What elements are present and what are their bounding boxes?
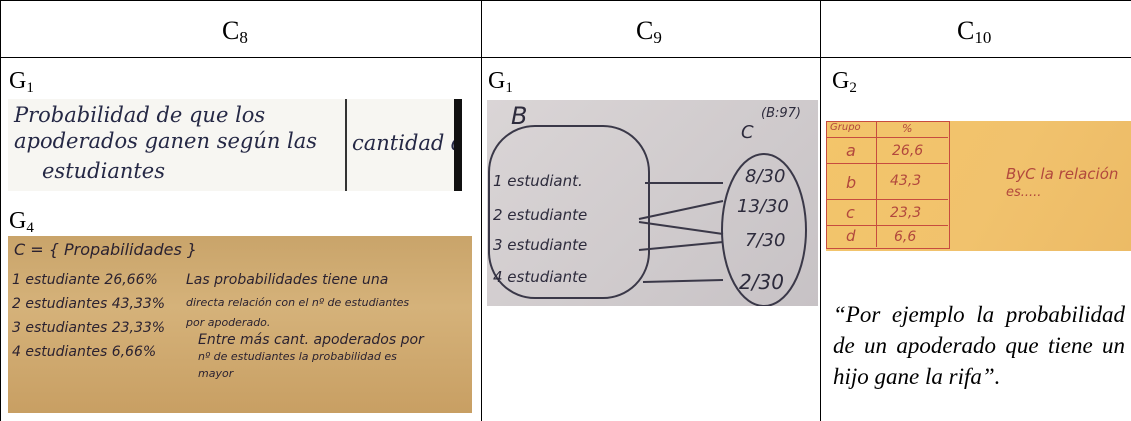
- mapping-target: 13/30: [737, 196, 789, 217]
- column-header-c10: C10: [957, 16, 992, 47]
- table-cell: b: [846, 173, 857, 192]
- group-label-c8-top: G1: [9, 68, 34, 96]
- handwritten-photo-c10-g2: Grupo % a 26,6 b 43,3 c 23,3 d 6,6 ByC l…: [826, 121, 1131, 251]
- paper-divider: [345, 99, 347, 191]
- handwriting-line: Entre más cant. apoderados por: [198, 332, 424, 348]
- mapping-target: 8/30: [745, 166, 786, 187]
- example-quote: “Por ejemplo la probabilidad de un apode…: [833, 302, 1125, 389]
- handwriting-line: Probabilidad de que los: [14, 103, 266, 127]
- table-cell: a: [846, 141, 856, 160]
- quote-clip: “Por ejemplo la probabilidad de un apode…: [826, 293, 1131, 421]
- handwriting-line: estudiantes: [42, 159, 166, 183]
- table-cell: c: [846, 203, 855, 222]
- table-cell: 26,6: [892, 143, 924, 159]
- table-cell: d: [846, 227, 856, 245]
- table-header-divider: [0, 57, 1131, 58]
- table-border-top: [0, 0, 1131, 1]
- handwriting-line: Las probabilidades tiene una: [186, 272, 389, 288]
- handwriting-note: ByC la relación: [1006, 165, 1119, 183]
- mapping-source: 3 estudiante: [493, 236, 588, 254]
- handwriting-line: nº de estudiantes la probabilidad es: [198, 350, 397, 363]
- table-row-line: [826, 137, 948, 138]
- set-label-b: B: [511, 102, 528, 130]
- set-label-c: C: [741, 122, 754, 143]
- group-label-c9: G1: [488, 68, 513, 96]
- handwriting-note: es.....: [1006, 185, 1042, 200]
- handwriting-line: apoderados ganen según las: [14, 129, 318, 153]
- handwriting-title: C = { Propabilidades }: [14, 240, 198, 259]
- arrow-diagram: [488, 125, 807, 306]
- column-divider-1: [481, 0, 482, 421]
- table-cell: 6,6: [894, 229, 917, 245]
- handwriting-line: cantidad de: [352, 131, 462, 155]
- table-border-left: [0, 0, 1, 421]
- mapping-target: 2/30: [739, 270, 784, 294]
- handwriting-line: mayor: [198, 367, 234, 380]
- mapping-target: 7/30: [745, 230, 786, 251]
- mapping-source: 1 estudiant.: [493, 172, 583, 190]
- photo-edge: [454, 99, 462, 191]
- handwriting-line: 1 estudiante 26,66%: [12, 272, 158, 288]
- group-label-c10: G2: [832, 68, 857, 96]
- handwritten-photo-c8-g1: Probabilidad de que los apoderados ganen…: [8, 99, 462, 191]
- handwriting-line: por apoderado.: [186, 316, 271, 329]
- handwritten-table: [826, 121, 950, 249]
- table-row-line: [826, 225, 948, 226]
- column-divider-2: [820, 0, 821, 421]
- table-row-line: [826, 199, 948, 200]
- table-cell: 43,3: [890, 173, 922, 189]
- handwriting-line: 4 estudiantes 6,66%: [12, 344, 157, 360]
- handwriting-line: directa relación con el nº de estudiante…: [186, 296, 410, 309]
- table-cell: 23,3: [890, 205, 922, 221]
- handwriting-line: 3 estudiantes 23,33%: [12, 320, 166, 336]
- handwritten-photo-c9-g1: B C (B:97) 1 estudiant. 2 estudiante 3 e…: [487, 100, 818, 306]
- table-header: %: [902, 122, 913, 135]
- table-row-line: [826, 163, 948, 164]
- mapping-source: 2 estudiante: [493, 206, 588, 224]
- table-header: Grupo: [830, 122, 861, 133]
- handwriting-line: 2 estudiantes 43,33%: [12, 296, 166, 312]
- column-header-c9: C9: [636, 16, 662, 47]
- table-col-line: [876, 121, 877, 247]
- mapping-source: 4 estudiante: [493, 268, 588, 286]
- handwritten-photo-c8-g4: C = { Propabilidades } 1 estudiante 26,6…: [8, 236, 472, 413]
- group-label-c8-bottom: G4: [9, 208, 34, 236]
- corner-note: (B:97): [761, 106, 801, 121]
- column-header-c8: C8: [222, 16, 248, 47]
